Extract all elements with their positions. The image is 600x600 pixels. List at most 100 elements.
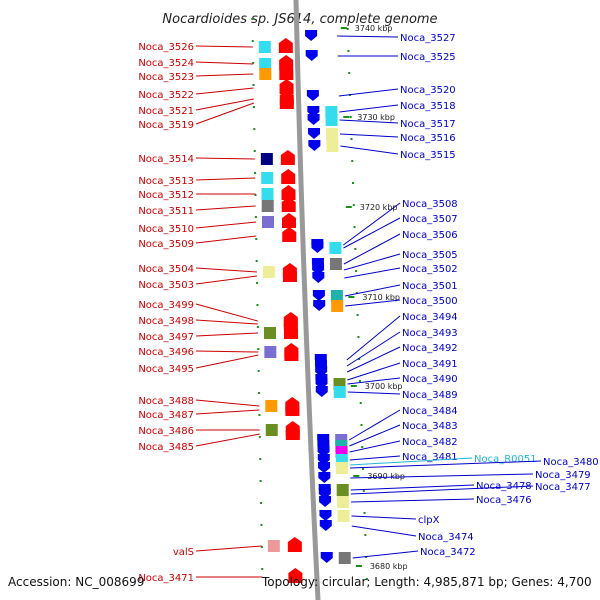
gene-arrow-noca-3523 (279, 65, 294, 80)
gene-arrow-noca-3525 (305, 50, 318, 61)
cog-box-noca-3497 (263, 327, 276, 339)
cog-box-noca-3478 (336, 484, 349, 496)
gene-arrow-noca-3522 (279, 79, 294, 94)
gene-arrow-noca-3524 (279, 55, 294, 70)
reverse-strand-genes (305, 30, 351, 564)
track-dot (255, 260, 258, 262)
track-dot (362, 468, 365, 470)
gene-leader (347, 377, 401, 385)
gene-leader (343, 202, 401, 246)
gene-label-noca-3506: Noca_3506 (402, 230, 458, 241)
gene-label-noca-3516: Noca_3516 (400, 133, 456, 144)
gene-leader (350, 473, 534, 479)
forward-strand-genes (258, 38, 303, 583)
gene-label-noca-3525: Noca_3525 (400, 52, 456, 63)
gene-label-noca-3501: Noca_3501 (402, 281, 458, 292)
gene-arrow-noca-3516 (308, 128, 321, 139)
gene-label-noca-3496: Noca_3496 (138, 347, 194, 358)
gene-label-noca-3512: Noca_3512 (138, 190, 194, 201)
kbp-tick (348, 296, 355, 298)
gene-leader (349, 424, 401, 447)
track-dot (363, 512, 366, 514)
gene-leader (195, 157, 255, 160)
gene-label-noca-3527: Noca_3527 (400, 33, 456, 44)
gene-leader (195, 221, 257, 229)
cog-box-noca-3515 (326, 140, 339, 152)
track-dot (359, 402, 362, 404)
gene-arrow-noca-3502 (312, 272, 325, 283)
gene-label-noca-3471: Noca_3471 (138, 573, 194, 584)
track-dot (348, 72, 351, 74)
track-dot (260, 546, 263, 548)
track-dot (347, 50, 350, 52)
track-dot (360, 424, 363, 426)
cog-box-clpx (337, 510, 350, 522)
gene-label-noca-3481: Noca_3481 (402, 452, 458, 463)
kbp-tick (350, 385, 357, 387)
gene-leader (344, 284, 401, 297)
track-dot (353, 226, 356, 228)
track-dot (253, 150, 256, 152)
kbp-label: 3680 kbp (370, 562, 408, 571)
right-gene-labels: Noca_3527Noca_3525Noca_3520Noca_3518Noca… (337, 33, 599, 559)
gene-arrow-noca-3471 (288, 568, 303, 583)
gene-arrow-noca-3487 (285, 401, 300, 416)
gene-arrow-noca-3501 (312, 290, 325, 301)
gene-label-noca-3485: Noca_3485 (138, 442, 194, 453)
gene-leader (195, 267, 257, 273)
track-dot (258, 392, 261, 394)
gene-label-noca-3484: Noca_3484 (402, 406, 458, 417)
gene-label-noca-3482: Noca_3482 (402, 437, 458, 448)
track-dot (254, 172, 257, 174)
gene-label-noca-3511: Noca_3511 (138, 206, 194, 217)
gene-label-noca-3524: Noca_3524 (138, 58, 194, 69)
gene-arrow-noca-3507 (311, 242, 324, 253)
gene-leader (347, 362, 401, 381)
gene-leader (348, 409, 401, 441)
gene-label-noca-3488: Noca_3488 (138, 396, 194, 407)
gene-leader (339, 133, 399, 138)
gene-label-noca-3483: Noca_3483 (402, 421, 458, 432)
gene-leader (337, 35, 399, 38)
gene-label-noca-3515: Noca_3515 (400, 150, 456, 161)
kbp-tick (340, 27, 347, 29)
accession-text: Accession: NC_008699 (8, 575, 144, 589)
gene-leader (343, 217, 401, 249)
gene-label-clpx: clpX (418, 515, 440, 526)
kbp-tick (345, 206, 352, 208)
gene-label-noca-3502: Noca_3502 (402, 264, 458, 275)
kbp-label: 3720 kbp (360, 203, 398, 212)
gene-leader (195, 354, 259, 369)
gene-leader (343, 233, 401, 265)
kbp-tick (355, 565, 362, 567)
gene-arrow-noca-3479 (318, 472, 331, 483)
gene-label-noca-3507: Noca_3507 (402, 214, 458, 225)
gene-leader (195, 45, 253, 48)
track-dot (362, 490, 365, 492)
topology-text: Topology: circular; Length: 4,985,871 bp… (261, 575, 592, 589)
track-dot (257, 348, 260, 350)
gene-arrow-noca-3512 (281, 185, 296, 200)
track-dot (358, 358, 361, 360)
track-dot (260, 524, 263, 526)
gene-label-noca-3492: Noca_3492 (402, 343, 458, 354)
gene-arrow-noca-3489 (315, 386, 328, 397)
gene-leader (195, 399, 260, 407)
gene-arrow-noca-3514 (280, 150, 295, 165)
gene-arrow-clpx (319, 510, 332, 521)
kbp-label: 3690 kbp (367, 472, 405, 481)
track-dot (357, 336, 360, 338)
gene-label-noca-3498: Noca_3498 (138, 316, 194, 327)
gene-arrow-noca-3520 (306, 90, 319, 101)
track-dot (254, 194, 257, 196)
gene-leader (195, 303, 258, 322)
gene-arrow-vals (287, 537, 302, 552)
track-dot (256, 304, 259, 306)
track-dot (254, 216, 257, 218)
track-dot (260, 502, 263, 504)
gene-label-noca-3472: Noca_3472 (420, 547, 476, 558)
kbp-label: 3730 kbp (357, 113, 395, 122)
gene-label-noca-3514: Noca_3514 (138, 154, 194, 165)
gene-label-noca-3523: Noca_3523 (138, 72, 194, 83)
gene-label-noca-3500: Noca_3500 (402, 296, 458, 307)
